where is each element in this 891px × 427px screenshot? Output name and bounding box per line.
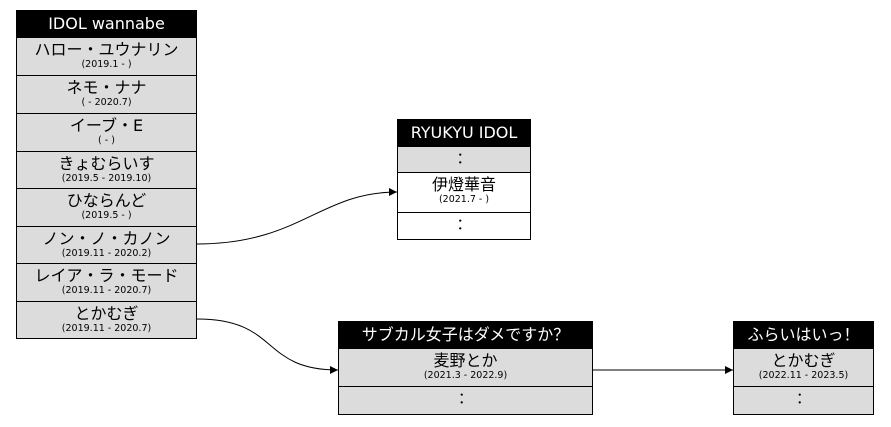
table-ryukyu-idol: RYUKYU IDOL ： 伊燈華音 (2021.7 - ) ： (397, 119, 531, 240)
member-name: ノン・ノ・カノン (42, 229, 171, 248)
member-period: (2021.3 - 2022.9) (423, 370, 508, 381)
member-row: ひならんど (2019.5 - ) (17, 188, 196, 226)
member-period: (2019.5 - ) (81, 210, 132, 221)
member-period: (2019.1 - ) (81, 59, 132, 70)
member-name: とかむぎ (771, 351, 836, 370)
member-row: イーブ・E ( - ) (17, 113, 196, 151)
member-name: きょむらいす (58, 154, 155, 173)
member-row: ハロー・ユウナリン (2019.1 - ) (17, 37, 196, 75)
member-name: ハロー・ユウナリン (34, 40, 179, 59)
ellipsis-row: ： (398, 212, 530, 239)
member-name: ネモ・ナナ (66, 78, 147, 97)
member-row: ネモ・ナナ ( - 2020.7) (17, 75, 196, 113)
member-period: ( - ) (98, 135, 115, 146)
edge-tokamugi-to-mugino (196, 318, 339, 374)
member-row: 伊燈華音 (2021.7 - ) (398, 172, 530, 212)
member-name: レイア・ラ・モード (34, 266, 179, 285)
member-row: 麦野とか (2021.3 - 2022.9) (339, 348, 592, 386)
member-row: ノン・ノ・カノン (2019.11 - 2020.2) (17, 226, 196, 263)
member-period: (2021.7 - ) (438, 194, 490, 205)
member-row: とかむぎ (2022.11 - 2023.5) (734, 348, 873, 386)
member-name: 麦野とか (433, 351, 498, 370)
table-title: サブカル女子はダメですか？ (339, 322, 592, 348)
member-period: (2019.11 - 2020.7) (61, 285, 152, 296)
ellipsis-row: ： (339, 386, 592, 414)
member-period: ( - 2020.7) (81, 97, 132, 108)
ellipsis-row: ： (734, 386, 873, 414)
ellipsis-mark: ： (795, 389, 811, 407)
table-title: IDOL wannabe (17, 11, 196, 37)
member-name: イーブ・E (69, 116, 144, 135)
member-name: 伊燈華音 (431, 175, 496, 194)
ellipsis-row: ： (398, 146, 530, 172)
table-title: RYUKYU IDOL (398, 120, 530, 146)
ellipsis-mark: ： (457, 389, 473, 407)
member-name: ひならんど (66, 191, 147, 210)
member-row: とかむぎ (2019.11 - 2020.7) (17, 301, 196, 338)
member-period: (2019.11 - 2020.2) (61, 248, 152, 259)
member-name: とかむぎ (74, 304, 139, 323)
table-subukaru-joshi: サブカル女子はダメですか？ 麦野とか (2021.3 - 2022.9) ： (338, 321, 593, 415)
table-idol-wannabe: IDOL wannabe ハロー・ユウナリン (2019.1 - ) ネモ・ナナ… (16, 10, 197, 339)
table-title: ふらいはいっ！ (734, 322, 873, 348)
ellipsis-mark: ： (456, 149, 472, 167)
member-period: (2022.11 - 2023.5) (758, 370, 849, 381)
ellipsis-mark: ： (456, 215, 472, 233)
member-row: レイア・ラ・モード (2019.11 - 2020.7) (17, 263, 196, 301)
member-period: (2019.5 - 2019.10) (61, 173, 152, 184)
edge-nonnonkanon-to-ikane (196, 188, 398, 245)
table-furai-hai: ふらいはいっ！ とかむぎ (2022.11 - 2023.5) ： (733, 321, 874, 415)
member-period: (2019.11 - 2020.7) (61, 323, 152, 334)
member-row: きょむらいす (2019.5 - 2019.10) (17, 151, 196, 188)
